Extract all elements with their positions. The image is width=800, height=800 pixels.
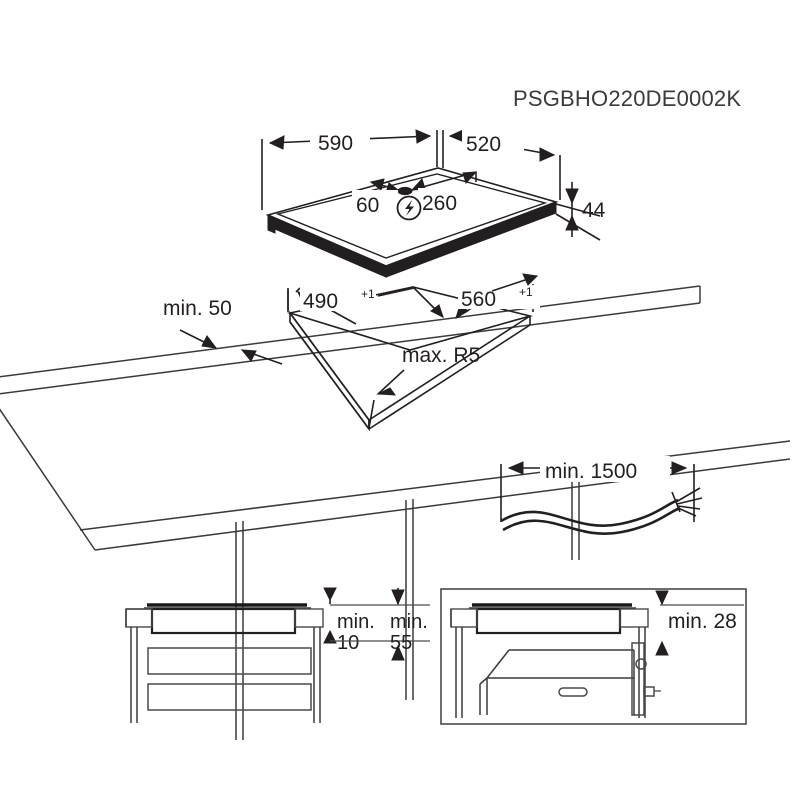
dimension-min-28: min. 28 <box>655 590 744 656</box>
lightning-bolt-icon <box>396 195 422 221</box>
hob-width-label: 590 <box>318 132 353 155</box>
hob-depth-label: 520 <box>466 133 501 156</box>
dimension-cutout-490: 490 +1 <box>287 287 444 325</box>
drawer-lower <box>147 683 312 711</box>
detail-left-clearance-label-2: 10 <box>337 632 359 654</box>
connection-dimensions: 60 260 <box>352 171 484 221</box>
terminal-box-marker <box>397 186 413 196</box>
cutout-depth-tolerance: +1 <box>361 287 375 301</box>
hob-left-foot <box>267 218 276 234</box>
hob-front-right-edge <box>385 201 557 278</box>
oven-mounting-bracket <box>631 642 661 716</box>
detail-right-frame <box>440 588 747 725</box>
cutout-width-tolerance: +1 <box>519 285 533 299</box>
dimension-min-10: min. 10 <box>323 587 430 654</box>
dimension-max-r5: max. R5 <box>368 344 480 429</box>
detail-left-view: min. 10 min. 55 <box>125 587 430 723</box>
dimension-depth-520: 520 <box>442 129 561 200</box>
detail-right-clearance-label: min. 28 <box>668 610 737 633</box>
oven-handle-slot <box>558 687 588 697</box>
dimension-min-55: min. 55 <box>330 588 430 661</box>
dimension-height-44: 44 <box>555 182 606 241</box>
dimension-cutout-560: 560 +1 <box>455 273 540 320</box>
detail-right-view: min. 28 <box>440 588 747 725</box>
cutout-width-label: 560 <box>461 288 496 311</box>
bracket-hole-icon <box>635 658 647 670</box>
connection-offset-label: 60 <box>356 194 379 217</box>
document-code: PSGBHO220DE0002K <box>513 86 741 111</box>
cable-length-label: min. 1500 <box>545 460 637 483</box>
detail-left-clearance-label-1: min. <box>337 611 375 633</box>
worktop-cutout-view: min. 50 490 +1 <box>0 273 791 740</box>
detail-left-depth-label-2: 55 <box>390 632 412 654</box>
detail-left-depth-label-1: min. <box>390 611 428 633</box>
hob-height-label: 44 <box>582 199 606 222</box>
cutout-depth-label: 490 <box>303 290 338 313</box>
edge-distance-label: min. 50 <box>163 297 232 320</box>
drawer-upper <box>147 647 312 675</box>
oven-body <box>479 649 635 715</box>
hob-body-section-right <box>475 607 622 635</box>
corner-radius-label: max. R5 <box>402 344 480 367</box>
dimension-min-50: min. 50 <box>163 297 283 365</box>
hob-glass-inset <box>275 173 548 259</box>
hob-body-section-left <box>150 607 297 635</box>
dimension-width-590: 590 <box>261 128 438 210</box>
cabinet-vertical-lines <box>235 477 580 740</box>
connection-center-label: 260 <box>422 192 457 215</box>
cable-length-view: min. 1500 <box>500 456 703 535</box>
hob-isometric-view: 590 520 44 <box>261 128 606 278</box>
